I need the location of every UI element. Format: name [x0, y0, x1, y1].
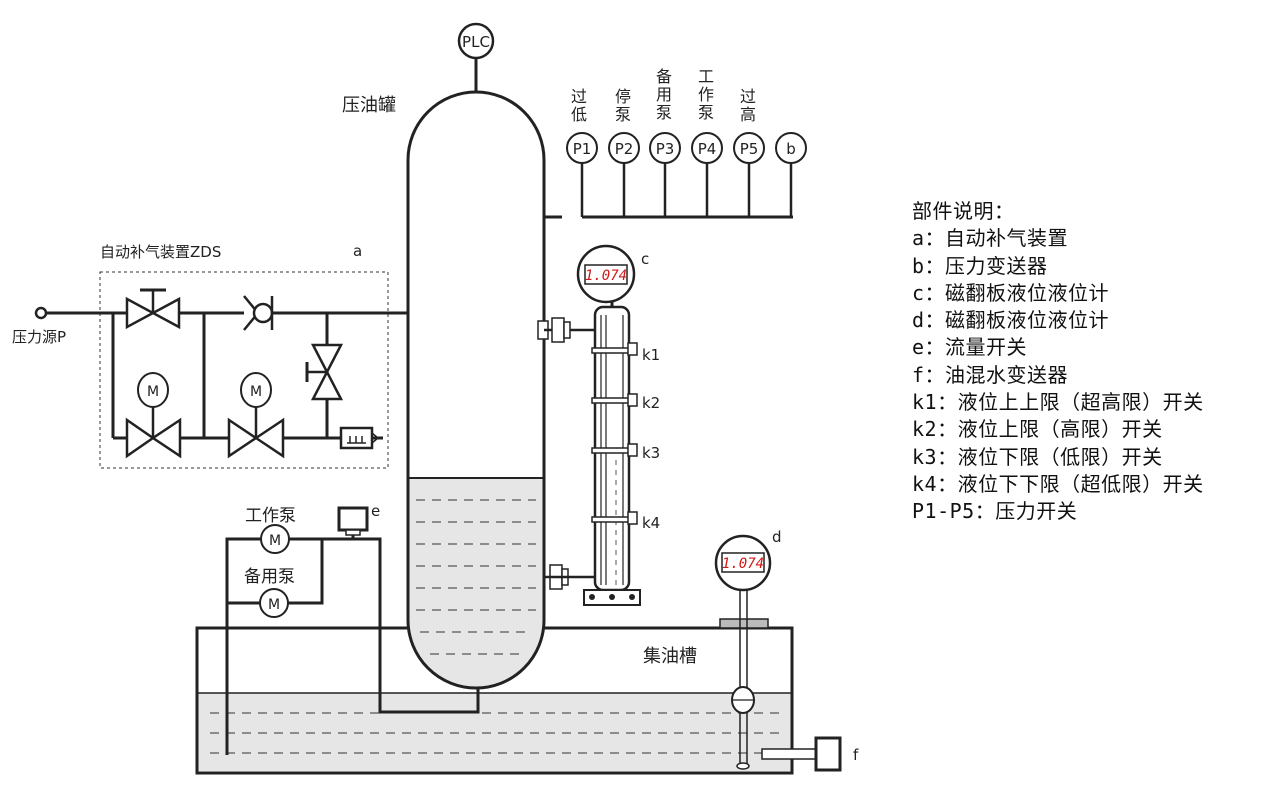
pressure-switch-p3: P3: [649, 132, 681, 164]
oil-sump-tank: [195, 626, 794, 775]
pump-piping: [225, 537, 480, 755]
pressure-switch-p1: P1: [566, 132, 598, 164]
label-k4: k4: [642, 514, 660, 532]
plc-node: [457, 22, 495, 60]
switch-caption: 高: [740, 105, 756, 124]
legend-item: P1-P5：压力开关: [912, 499, 1078, 524]
switch-caption: 用: [656, 85, 672, 104]
switch-id: P2: [615, 140, 634, 158]
legend-item: k2：液位上限（高限）开关: [912, 417, 1163, 442]
source-port-icon: [34, 306, 48, 320]
label-a: a: [353, 242, 362, 260]
zds-box: [99, 271, 389, 469]
switch-caption: 过: [740, 87, 756, 106]
label-d: d: [772, 528, 782, 546]
component-legend: 部件说明： a：自动补气装置 b：压力变送器 c：磁翻板液位液位计 d：磁翻板液…: [912, 198, 1204, 526]
switch-id: b: [786, 140, 796, 158]
switch-id: P3: [656, 140, 675, 158]
tank-label: 压油罐: [342, 95, 396, 116]
check-valve-icon: [243, 295, 274, 331]
label-k1: k1: [642, 346, 660, 364]
zds-piping: [47, 311, 407, 440]
motor-label: M: [268, 597, 280, 613]
motor-valve-right-icon: [227, 372, 285, 459]
work-pump-motor-icon: [260, 524, 290, 554]
legend-item: k3：液位下限（低限）开关: [912, 444, 1163, 469]
switch-caption: 泵: [656, 103, 672, 122]
legend-item: k1：液位上上限（超高限）开关: [912, 390, 1204, 415]
legend-item: a：自动补气装置: [912, 226, 1069, 251]
zds-label: 自动补气装置ZDS: [100, 243, 221, 261]
motor-valve-left-icon: [125, 372, 182, 459]
motor-label: M: [269, 533, 281, 549]
legend-item: f：油混水变送器: [912, 362, 1069, 387]
legend-item: b：压力变送器: [912, 253, 1048, 278]
legend-item: c：磁翻板液位液位计: [912, 280, 1110, 305]
switch-caption: 泵: [615, 105, 631, 124]
label-k2: k2: [642, 394, 660, 412]
standby-pump-label: 备用泵: [244, 567, 295, 587]
switch-caption: 作: [698, 85, 714, 104]
switch-caption: 低: [571, 105, 587, 124]
gauge-d-readout: 1.074: [722, 556, 764, 572]
pressure-switch-p2: P2: [608, 132, 640, 164]
source-label: 压力源P: [12, 328, 66, 346]
oil-water-transmitter-icon: [761, 736, 842, 772]
switch-caption: 过: [571, 87, 587, 106]
label-c: c: [641, 250, 649, 268]
gauge-c-readout: 1.074: [585, 268, 627, 284]
motor-label: M: [147, 384, 159, 400]
pressure-transmitter-b: b: [775, 132, 807, 164]
flow-switch-icon: [337, 506, 369, 539]
vertical-valve-icon: [305, 343, 344, 401]
legend-title: 部件说明：: [912, 199, 1015, 223]
manual-valve-icon: [125, 288, 181, 330]
legend-item: e：流量开关: [912, 335, 1028, 360]
level-gauge-d: [714, 534, 772, 770]
work-pump-label: 工作泵: [245, 506, 296, 526]
pressure-switch-p5: P5: [733, 132, 765, 164]
motor-label: M: [250, 384, 262, 400]
switch-id: P1: [573, 140, 592, 158]
switch-id: P4: [698, 140, 717, 158]
label-e: e: [371, 502, 380, 520]
switch-caption: 工: [698, 67, 714, 86]
exhaust-filter-icon: [339, 426, 380, 450]
switch-id: P5: [740, 140, 759, 158]
switch-caption: 备: [656, 67, 672, 86]
standby-pump-motor-icon: [259, 588, 289, 618]
switch-caption: 停: [615, 87, 631, 106]
pressure-switch-manifold: [544, 163, 793, 219]
level-gauge-c: [537, 244, 641, 606]
plc-label: PLC: [462, 33, 490, 51]
legend-item: d：磁翻板液位液位计: [912, 308, 1110, 333]
pressure-oil-tank: [406, 90, 546, 690]
label-f: f: [853, 746, 859, 764]
pressure-switch-p4: P4: [691, 132, 723, 164]
sump-label: 集油槽: [643, 646, 697, 667]
legend-item: k4：液位下下限（超低限）开关: [912, 471, 1204, 496]
switch-caption: 泵: [698, 103, 714, 122]
label-k3: k3: [642, 444, 660, 462]
